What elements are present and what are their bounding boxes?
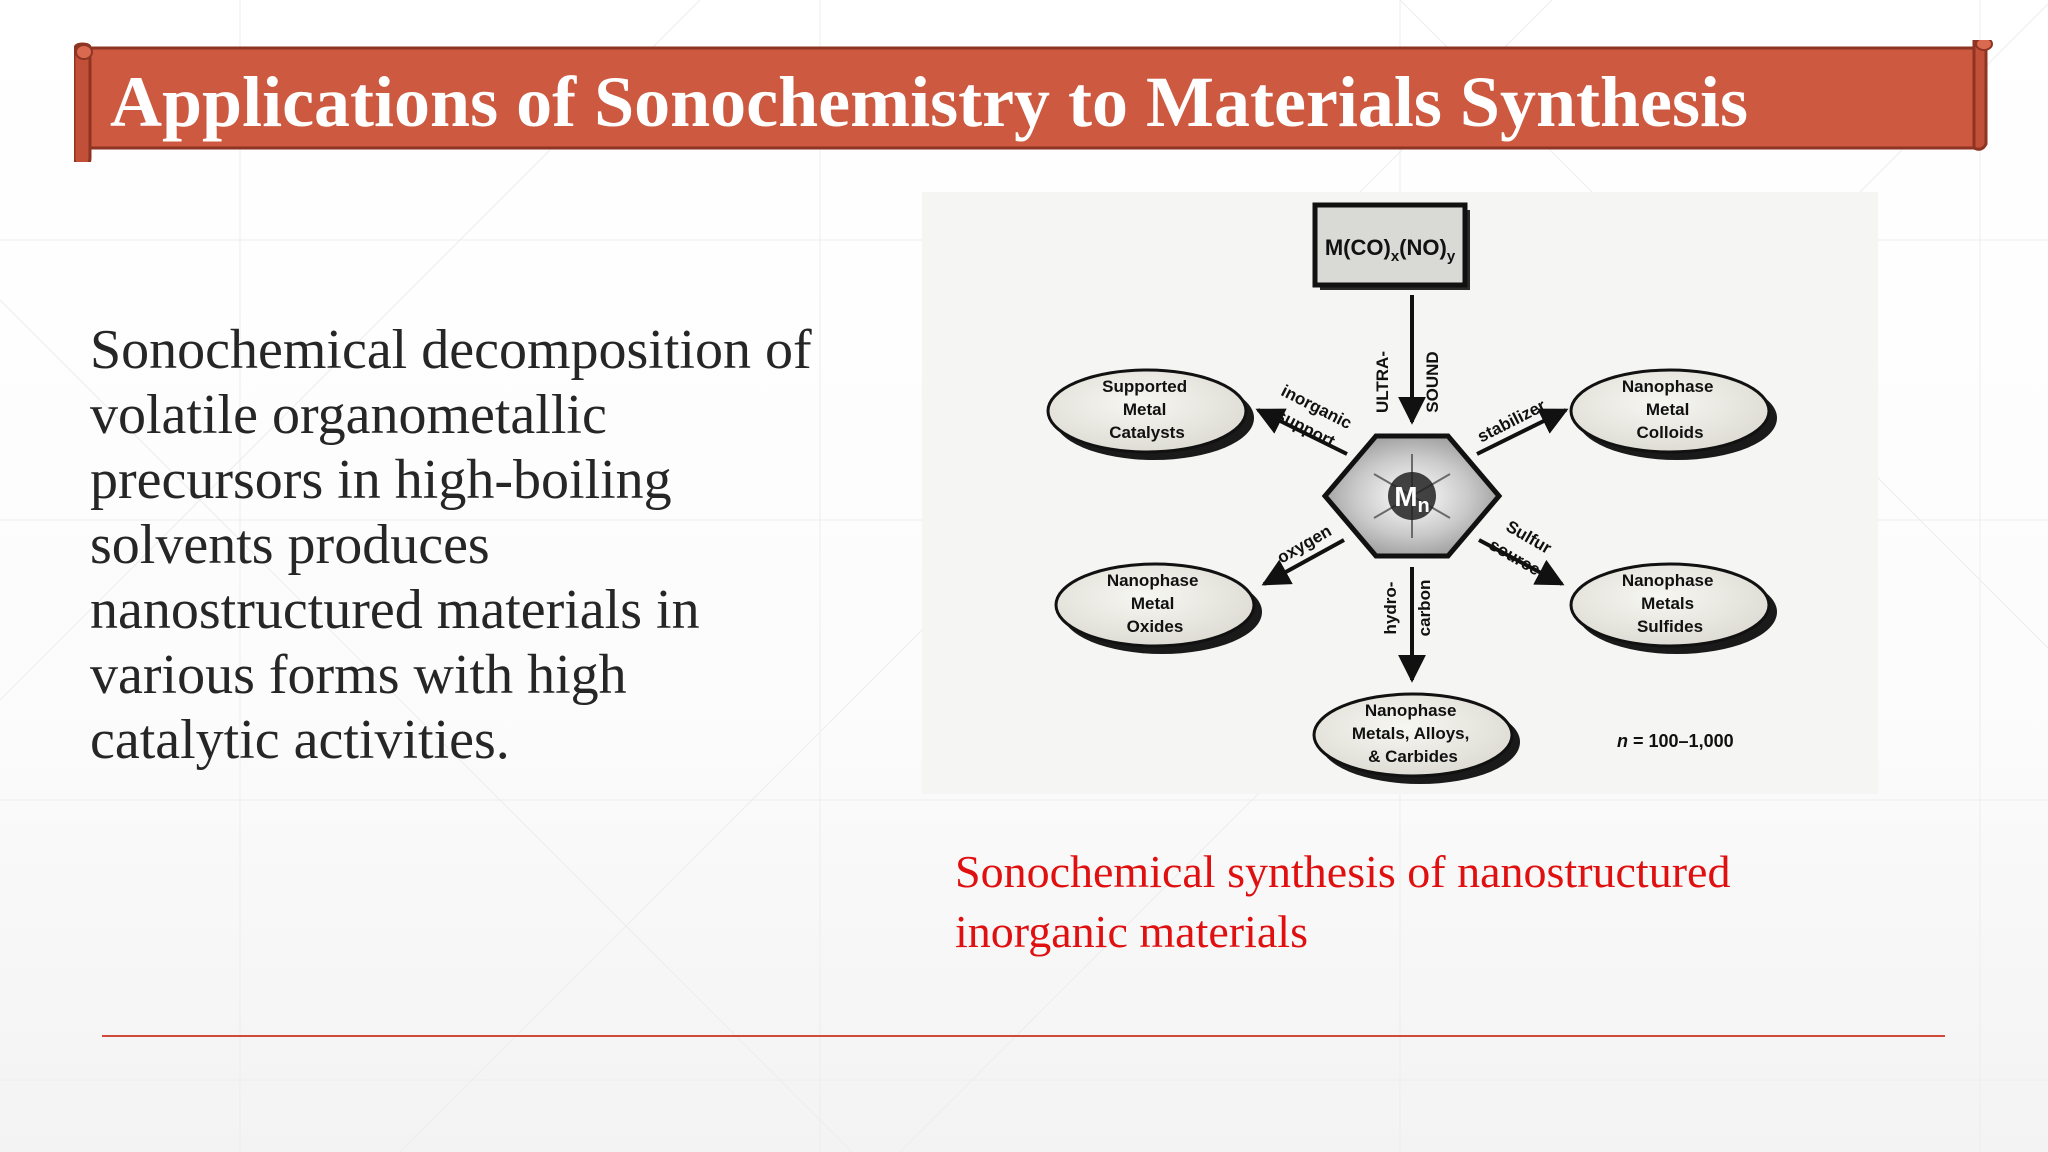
product-line: Metal [1131, 594, 1174, 613]
product-line: Nanophase [1365, 701, 1457, 720]
product-line: Oxides [1127, 617, 1184, 636]
product-line: Catalysts [1109, 423, 1185, 442]
figure-caption: Sonochemical synthesis of nanostructured… [955, 842, 1955, 962]
title-banner: Applications of Sonochemistry to Materia… [74, 40, 1999, 162]
svg-text:Nanophase Metal: Nanophase Metal Oxides [1107, 571, 1203, 636]
label-carbon: carbon [1415, 580, 1434, 637]
product-metal-colloids: Nanophase Metal Colloids [1569, 368, 1777, 460]
bottom-divider [102, 1035, 1945, 1037]
body-line: precursors in high-boiling [90, 449, 672, 511]
scroll-banner-shape [74, 40, 1993, 162]
arrow-oxygen [1261, 538, 1345, 586]
svg-text:Nanophase Metals, Allo: Nanophase Metals, Alloys, & Carbides [1352, 701, 1474, 766]
precursor-sub-y: y [1447, 248, 1456, 265]
svg-text:Mn: Mn [1394, 481, 1430, 517]
product-line: Colloids [1636, 423, 1703, 442]
product-metal-sulfides: Nanophase Metals Sulfides [1569, 562, 1777, 654]
product-line: & Carbides [1368, 747, 1458, 766]
body-line: volatile organometallic [90, 384, 607, 446]
body-line: Sonochemical decomposition of [90, 319, 812, 381]
center-cluster-hexagon: Mn [1321, 433, 1503, 559]
product-line: Metal [1646, 400, 1689, 419]
product-line: Metal [1123, 400, 1166, 419]
range-variable: n [1617, 731, 1628, 751]
body-line: catalytic activities. [90, 709, 510, 771]
product-line: Sulfides [1637, 617, 1703, 636]
synthesis-diagram: M(CO)x(NO)y ULTRA- SOUND inorganic suppo… [922, 192, 1878, 794]
product-line: Supported [1102, 377, 1187, 396]
body-line: various forms with high [90, 644, 627, 706]
precursor-formula-no: (NO) [1399, 235, 1447, 260]
svg-text:M(CO)x(NO)y: M(CO)x(NO)y [1325, 235, 1456, 265]
label-hydro: hydro- [1381, 582, 1400, 635]
product-line: Metals, Alloys, [1352, 724, 1469, 743]
svg-text:Nanophase Metals: Nanophase Metals Sulfides [1622, 571, 1718, 636]
product-line: Nanophase [1107, 571, 1199, 590]
body-line: solvents produces [90, 514, 490, 576]
slide-title: Applications of Sonochemistry to Materia… [110, 62, 1748, 142]
diagram-svg: M(CO)x(NO)y ULTRA- SOUND inorganic suppo… [1046, 202, 1777, 784]
arrow-stabilizer [1476, 408, 1569, 456]
arrow-sulfur-source [1478, 538, 1565, 586]
label-ultrasound-1: ULTRA- [1373, 351, 1392, 413]
product-supported-catalysts: Supported Metal Catalysts [1046, 368, 1254, 460]
precursor-sub-x: x [1391, 248, 1400, 265]
center-sub-n: n [1418, 495, 1430, 517]
svg-text:Nanophase Metal: Nanophase Metal Colloids [1622, 377, 1718, 442]
range-value: = 100–1,000 [1628, 731, 1734, 751]
product-line: Metals [1641, 594, 1694, 613]
label-ultrasound-2: SOUND [1423, 351, 1442, 412]
arrow-inorganic-support [1255, 408, 1348, 456]
center-metal: M [1394, 481, 1417, 512]
body-line: nanostructured materials in [90, 579, 700, 641]
product-metal-oxides: Nanophase Metal Oxides [1054, 562, 1262, 654]
caption-line: Sonochemical synthesis of nanostructured [955, 846, 1731, 897]
product-metals-alloys-carbides: Nanophase Metals, Alloys, & Carbides [1312, 692, 1520, 784]
range-note: n = 100–1,000 [1617, 731, 1734, 751]
caption-line: inorganic materials [955, 906, 1308, 957]
svg-text:Supported Metal: Supported Metal Catalysts [1102, 377, 1192, 442]
precursor-formula: M(CO) [1325, 235, 1391, 260]
product-line: Nanophase [1622, 377, 1714, 396]
product-line: Nanophase [1622, 571, 1714, 590]
precursor-box: M(CO)x(NO)y [1312, 202, 1470, 290]
body-paragraph: Sonochemical decomposition of volatile o… [90, 318, 910, 773]
